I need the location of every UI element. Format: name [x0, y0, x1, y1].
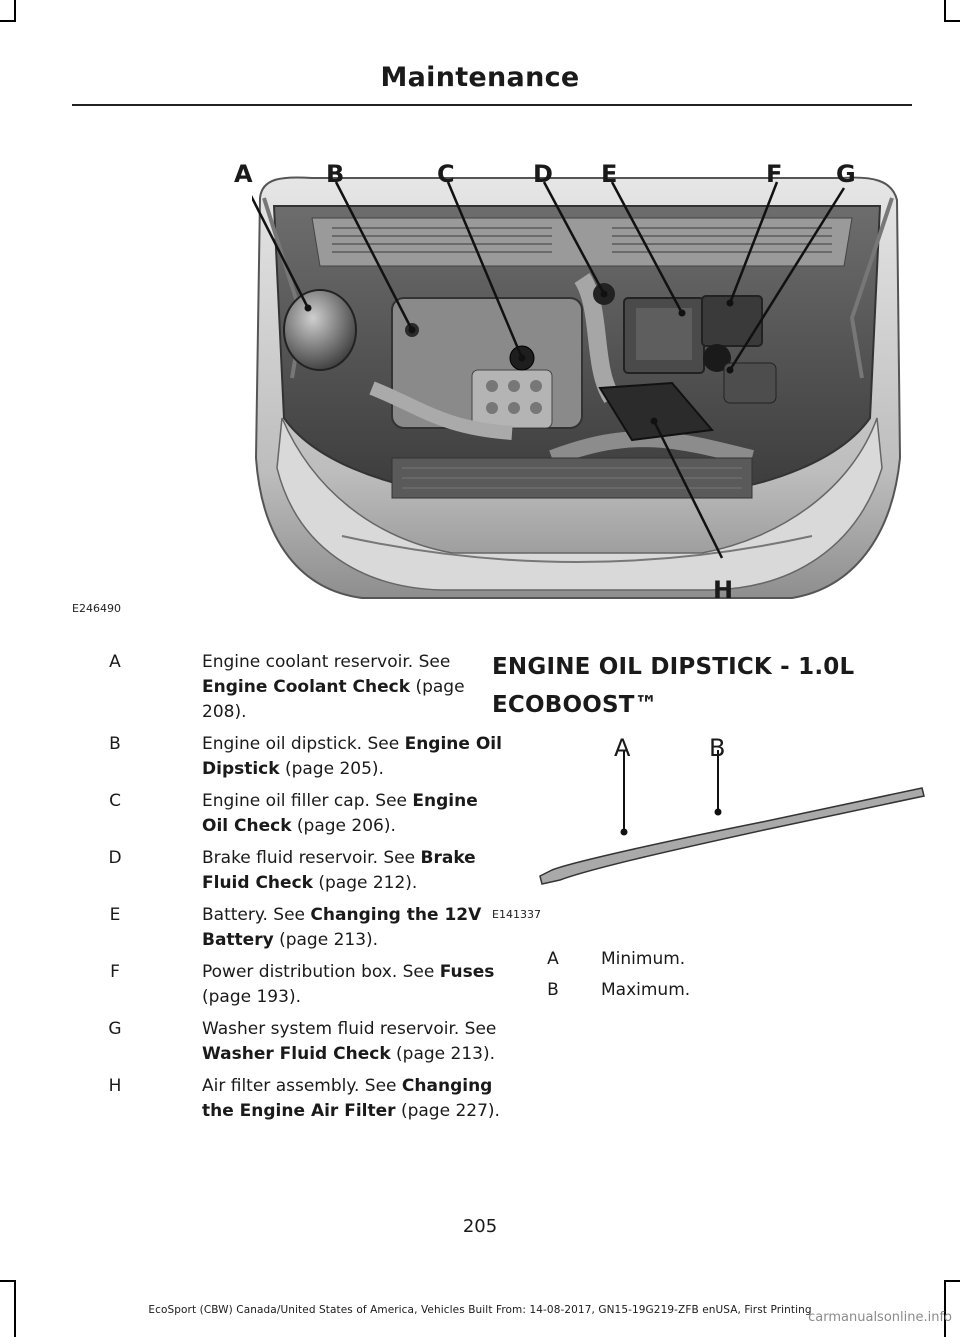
legend-row: E Battery. See Changing the 12V Battery … [104, 903, 504, 953]
legend-text: Engine oil filler cap. See [202, 791, 413, 811]
crop-mark [944, 1280, 946, 1337]
legend-row: B Engine oil dipstick. See Engine Oil Di… [104, 732, 504, 782]
page-ref: (page 213). [390, 1044, 496, 1064]
legend-row: F Power distribution box. See Fuses (pag… [104, 960, 504, 1010]
callout-label: H [713, 576, 734, 604]
legend-row: A Engine coolant reservoir. See Engine C… [104, 650, 504, 725]
legend-key: B [109, 734, 121, 754]
callout-label: A [234, 160, 253, 188]
legend-key: F [110, 962, 120, 982]
legend-row: H Air filter assembly. See Changing the … [104, 1074, 504, 1124]
callout-label: B [326, 160, 345, 188]
section-heading: ENGINE OIL DIPSTICK - 1.0L ECOBOOST™ [492, 654, 855, 718]
callout-label: D [533, 160, 553, 188]
page-ref: (page 212). [312, 873, 418, 893]
figure-code: E246490 [72, 602, 121, 615]
page-ref: (page 208). [202, 677, 465, 722]
legend-text: Power distribution box. See [202, 962, 440, 982]
header-rule [72, 104, 912, 106]
callout-label: E [601, 160, 618, 188]
legend-row: D Brake fluid reservoir. See Brake Fluid… [104, 846, 504, 896]
engine-compartment-figure [252, 158, 902, 606]
legend-key: A [109, 652, 121, 672]
cross-reference-link[interactable]: Washer Fluid Check [202, 1044, 391, 1064]
legend-text: Battery. See [202, 905, 311, 925]
legend-key: G [108, 1019, 122, 1039]
legend-row: G Washer system fluid reservoir. See Was… [104, 1017, 504, 1067]
cross-reference-link[interactable]: Engine Coolant Check [202, 677, 411, 697]
crop-mark [0, 20, 16, 22]
cross-reference-link[interactable]: Engine Oil Dipstick [202, 734, 502, 779]
legend-text: Minimum. [601, 949, 686, 969]
legend-key: A [547, 949, 559, 969]
legend-key: D [108, 848, 122, 868]
dipstick-legend: A Minimum. B Maximum. [543, 944, 690, 1006]
page-ref: (page 206). [291, 816, 396, 836]
page-ref: (page 213). [273, 930, 379, 950]
cross-reference-link[interactable]: Changing the 12V Battery [202, 905, 482, 950]
crop-mark [0, 1280, 16, 1282]
footer-text: EcoSport (CBW) Canada/United States of A… [148, 1304, 812, 1316]
legend-key: E [109, 905, 121, 925]
legend-text: Air filter assembly. See [202, 1076, 402, 1096]
page-title: Maintenance [380, 62, 580, 93]
page-ref: (page 205). [279, 759, 384, 779]
watermark: carmanualsonline.info [808, 1310, 952, 1325]
page-ref: (page 227). [395, 1101, 500, 1121]
crop-mark [14, 1280, 16, 1337]
legend-text: Engine oil dipstick. See [202, 734, 405, 754]
engine-legend: A Engine coolant reservoir. See Engine C… [104, 650, 504, 1131]
legend-row: A Minimum. [543, 944, 690, 975]
page-ref: (page 193). [202, 987, 301, 1007]
legend-row: B Maximum. [543, 975, 690, 1006]
page-number: 205 [462, 1216, 498, 1237]
crop-mark [944, 0, 946, 22]
crop-mark [944, 20, 960, 22]
legend-key: C [109, 791, 121, 811]
crop-mark [14, 0, 16, 22]
callout-label: A [614, 734, 631, 762]
dipstick-figure [532, 730, 932, 890]
legend-row: C Engine oil filler cap. See Engine Oil … [104, 789, 504, 839]
legend-text: Brake fluid reservoir. See [202, 848, 421, 868]
figure-code: E141337 [492, 908, 541, 921]
cross-reference-link[interactable]: Brake Fluid Check [202, 848, 476, 893]
legend-text: Maximum. [601, 980, 691, 1000]
legend-key: B [547, 980, 559, 1000]
legend-key: H [108, 1076, 122, 1096]
callout-label: B [709, 734, 726, 762]
crop-mark [944, 1280, 960, 1282]
legend-text: Washer system fluid reservoir. See [202, 1019, 497, 1039]
callout-label: C [437, 160, 455, 188]
cross-reference-link[interactable]: Engine Oil Check [202, 791, 478, 836]
callout-label: F [766, 160, 783, 188]
cross-reference-link[interactable]: Fuses [439, 962, 495, 982]
legend-text: Engine coolant reservoir. See [202, 652, 451, 672]
callout-label: G [836, 160, 856, 188]
cross-reference-link[interactable]: Changing the Engine Air Filter [202, 1076, 493, 1121]
